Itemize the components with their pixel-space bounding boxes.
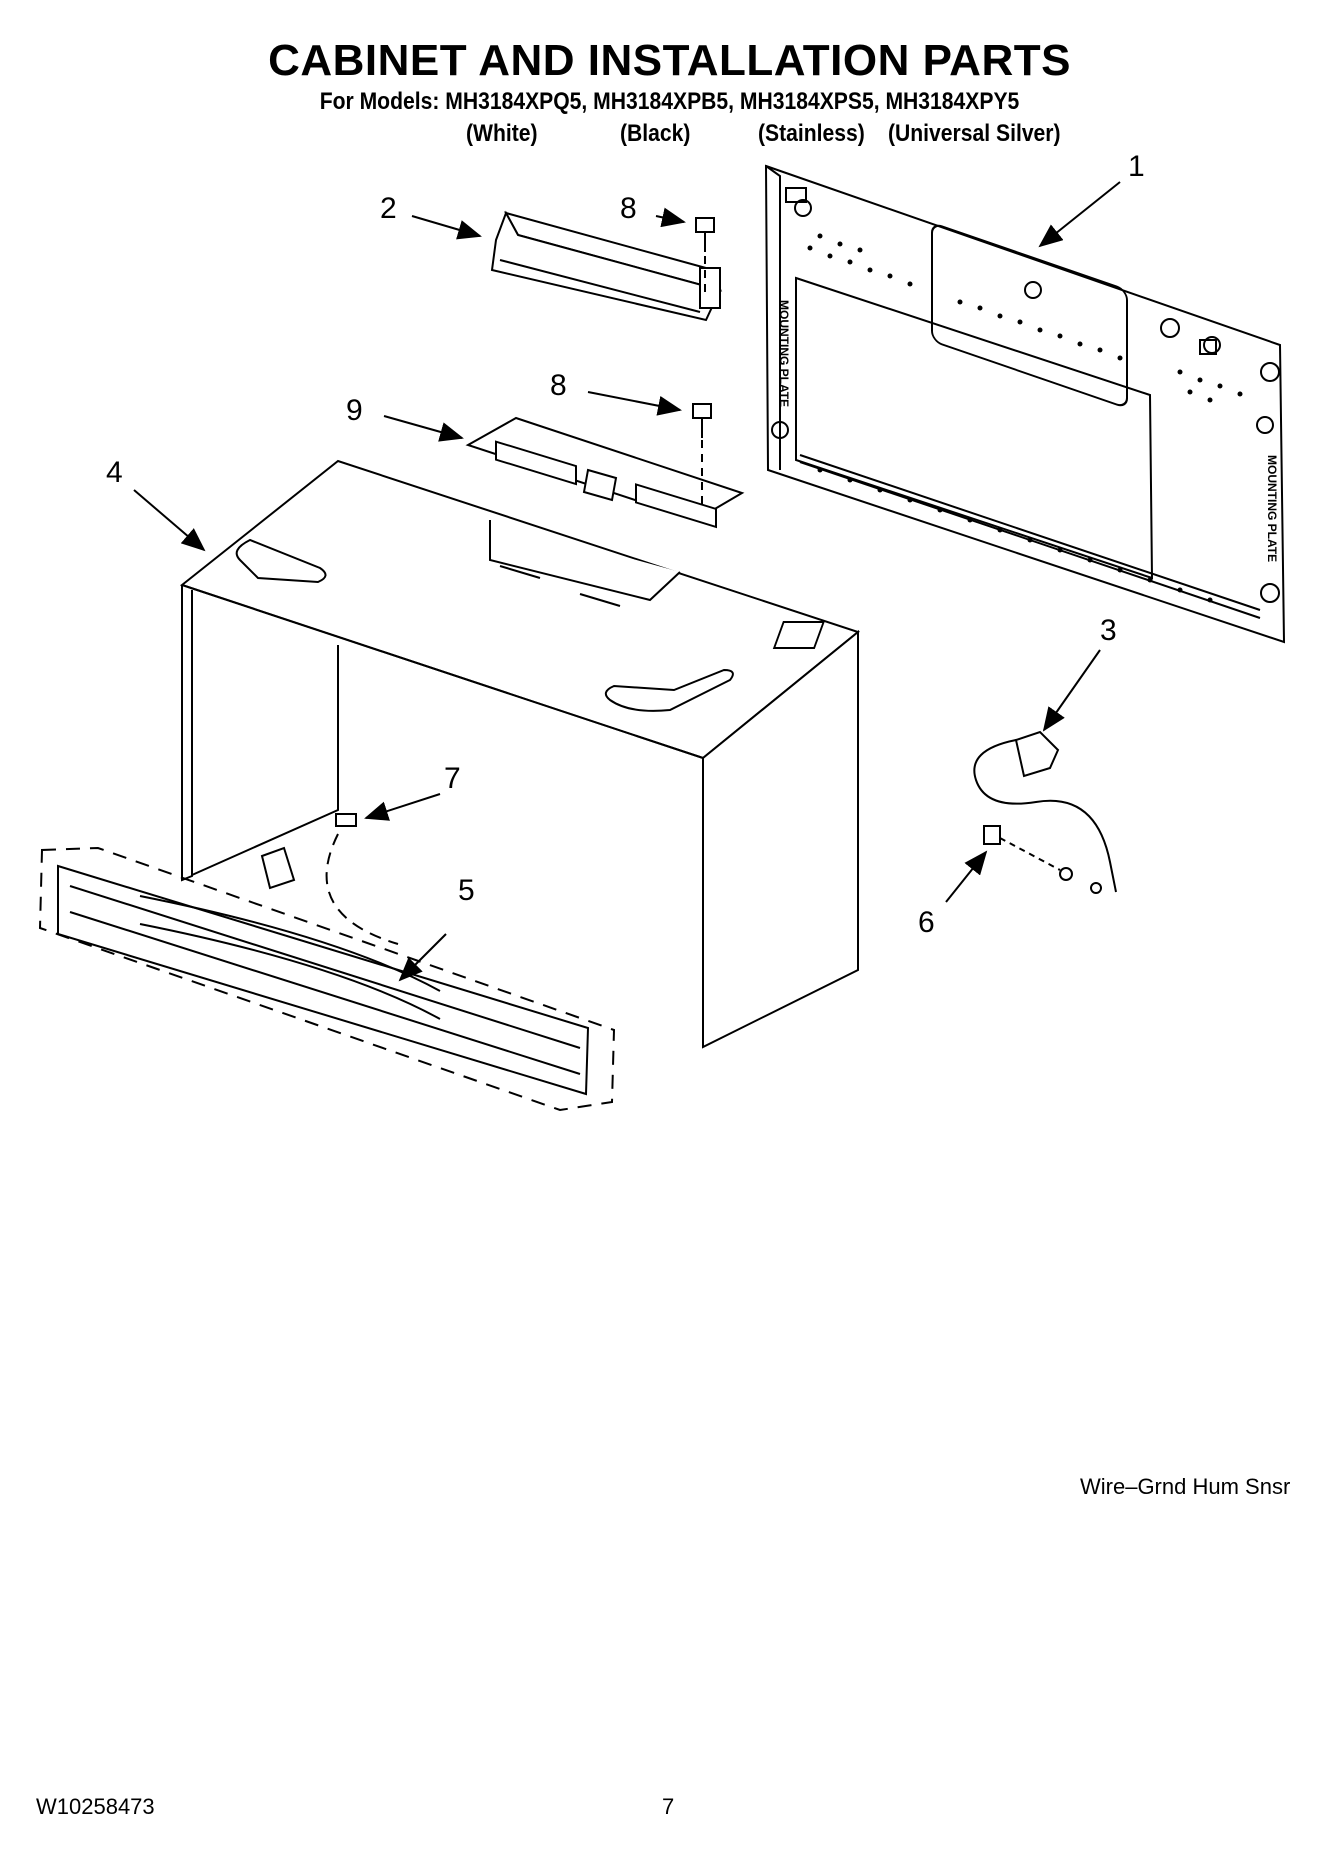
- callout-3: 3: [1100, 614, 1117, 647]
- callout-1: 1: [1128, 150, 1145, 183]
- page-number: 7: [662, 1794, 675, 1819]
- models-line: For Models: MH3184XPQ5, MH3184XPB5, MH31…: [319, 88, 1020, 115]
- callout-7: 7: [444, 762, 461, 795]
- screw-top: [695, 217, 715, 292]
- humidity-sensor-wire: [973, 730, 1117, 894]
- grille-clip: [260, 813, 399, 945]
- callout-9: 9: [346, 394, 363, 427]
- front-grille: [38, 846, 616, 1112]
- callout-2: 2: [380, 192, 397, 225]
- screw-middle: [692, 403, 712, 508]
- callout-5: 5: [458, 874, 475, 907]
- callout-8-top: 8: [620, 192, 637, 225]
- callout-6: 6: [918, 906, 935, 939]
- mounting-plate: [764, 164, 1286, 644]
- callout-4: 4: [106, 456, 123, 489]
- vent-bracket: [490, 210, 723, 322]
- plate-label-left: MOUNTING PLATE: [777, 300, 791, 407]
- cabinet-wrapper: [179, 459, 861, 1049]
- variant-stainless: (Stainless): [758, 120, 865, 147]
- plate-label-right: MOUNTING PLATE: [1265, 455, 1279, 562]
- variant-black: (Black): [620, 120, 691, 147]
- leader-arrows: [133, 181, 1121, 982]
- variant-universal-silver: (Universal Silver): [888, 120, 1061, 147]
- callout-8-middle: 8: [550, 369, 567, 402]
- part-note: Wire–Grnd Hum Snsr: [1080, 1474, 1291, 1499]
- top-damper-plate: [465, 416, 745, 529]
- variant-white: (White): [466, 120, 538, 147]
- doc-number: W10258473: [36, 1794, 155, 1819]
- mounting-plate-holes: [807, 233, 1243, 603]
- page-title: CABINET AND INSTALLATION PARTS: [268, 36, 1071, 85]
